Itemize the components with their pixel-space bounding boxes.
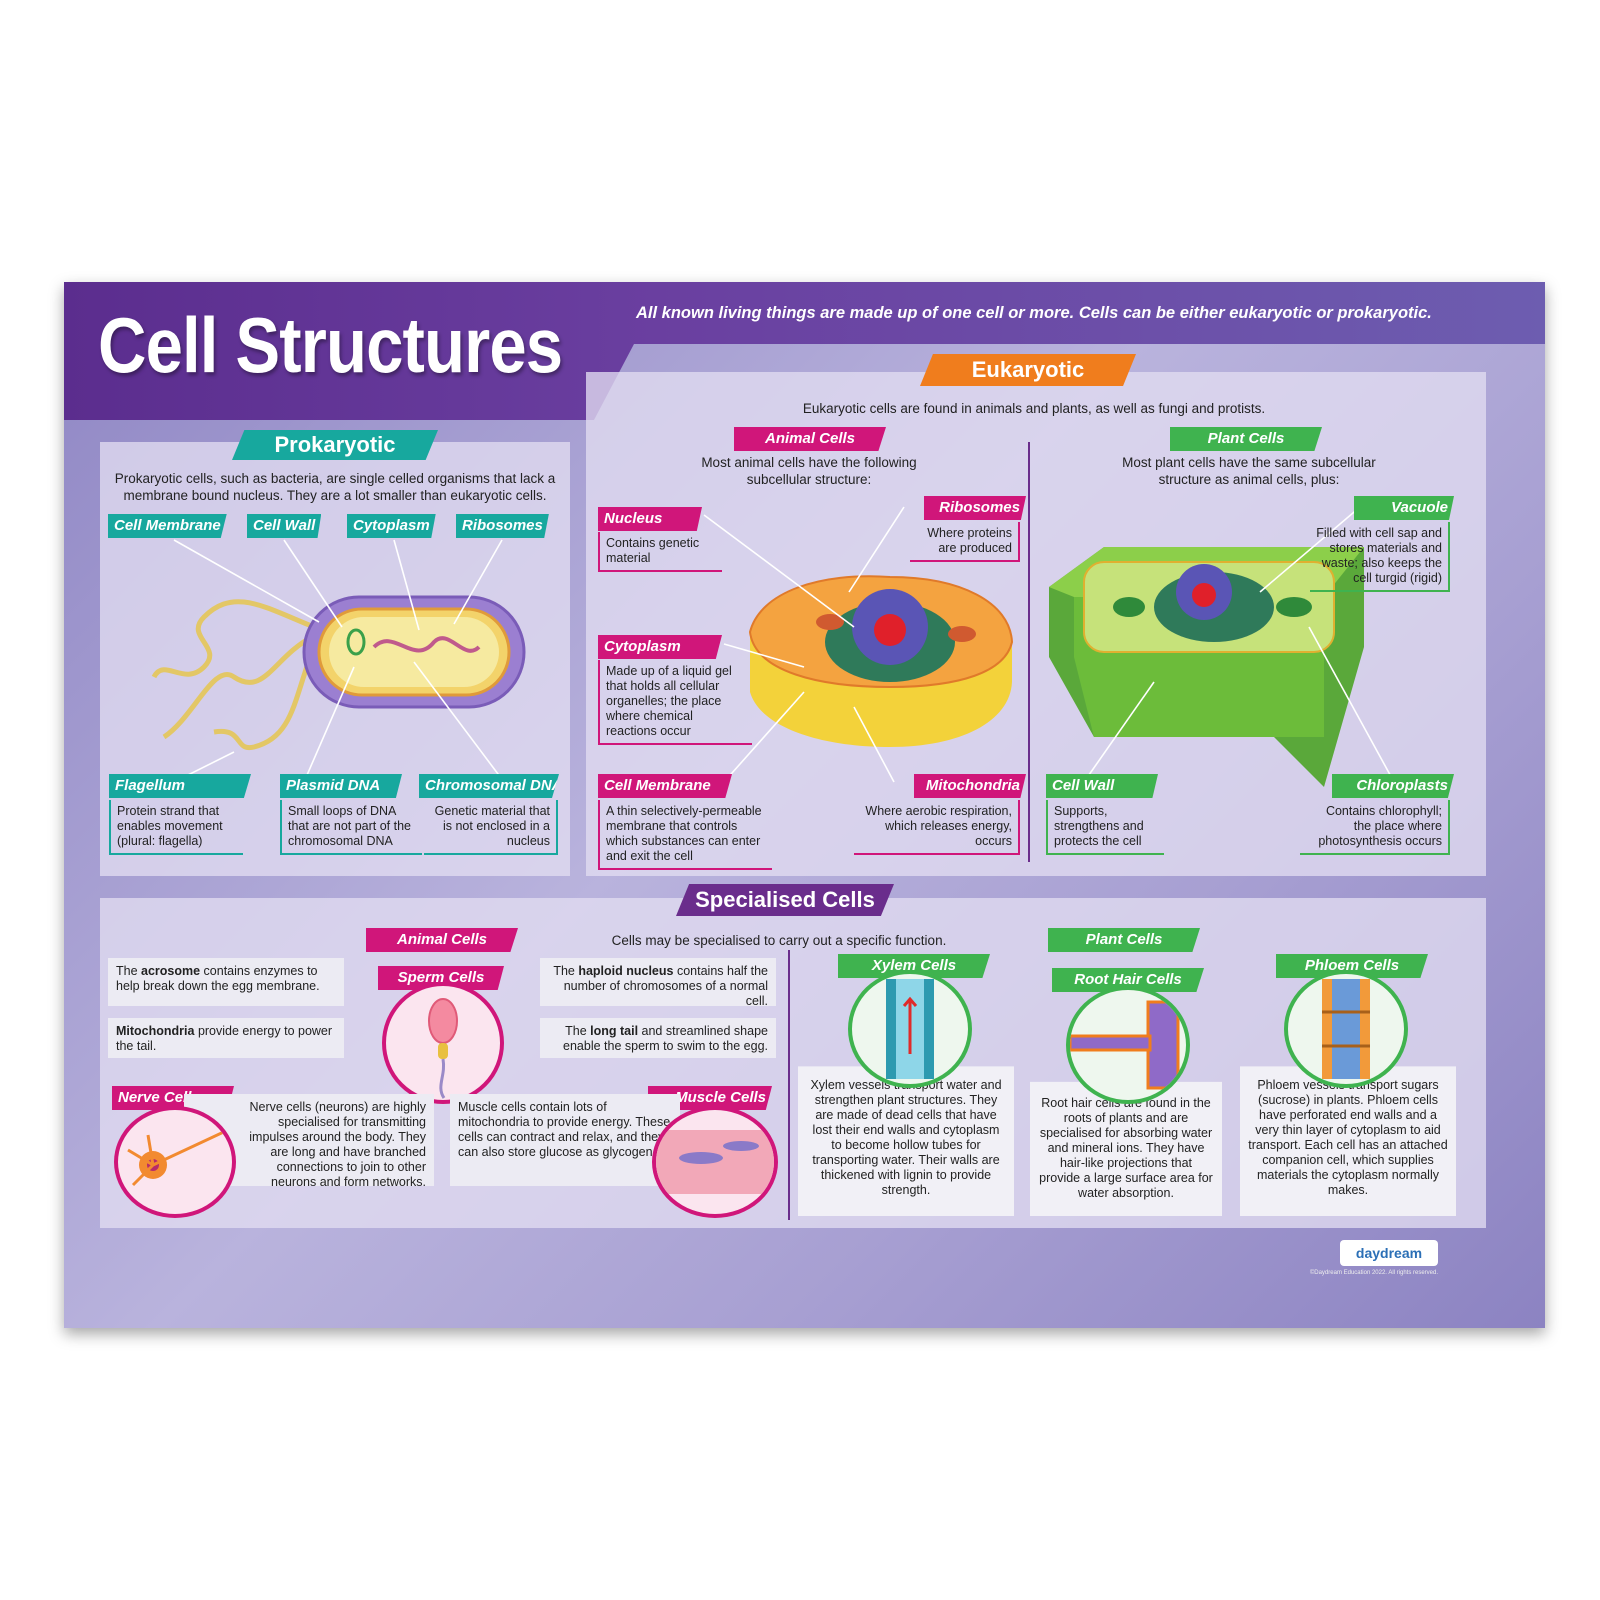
muscle-card: Muscle cells contain lots of mitochondri… — [450, 1094, 680, 1186]
specialised-banner: Specialised Cells — [676, 884, 894, 916]
eukaryotic-description: Eukaryotic cells are found in animals an… — [802, 401, 1266, 416]
tail-bold: long tail — [590, 1024, 639, 1038]
label-ribosomes: Ribosomes — [456, 514, 549, 538]
prokaryotic-banner: Prokaryotic — [232, 430, 438, 460]
label-mitochondria: Mitochondria — [914, 774, 1026, 798]
nerve-cell-circle — [114, 1106, 236, 1218]
xylem-circle — [848, 970, 972, 1088]
nucleus-desc: Contains genetic material — [598, 532, 722, 572]
copyright: ©Daydream Education 2022. All rights res… — [1309, 1270, 1438, 1276]
tail-pre: The — [565, 1024, 591, 1038]
vacuole-desc: Filled with cell sap and stores material… — [1310, 522, 1450, 592]
sperm-cell-icon — [428, 998, 458, 1099]
plant-cell-illustration — [1049, 547, 1364, 787]
plasmid-dna-desc: Small loops of DNA that are not part of … — [280, 800, 422, 855]
label-cytoplasm-animal: Cytoplasm — [598, 635, 722, 659]
label-cell-membrane-animal: Cell Membrane — [598, 774, 732, 798]
mitochondria-card: Mitochondria provide energy to power the… — [108, 1018, 344, 1058]
bacterium-illustration — [151, 595, 526, 751]
label-chromosomal-dna: Chromosomal DNA — [419, 774, 559, 798]
tail-card: The long tail and streamlined shape enab… — [540, 1018, 776, 1058]
acrosome-post: contains enzymes to help break down the … — [116, 964, 320, 993]
cell-wall-plant-desc: Supports, strengthens and protects the c… — [1046, 800, 1164, 855]
label-chloroplasts: Chloroplasts — [1332, 774, 1454, 798]
specialised-animal-heading: Animal Cells — [366, 928, 518, 952]
root-hair-icon — [1070, 1000, 1180, 1090]
chromosomal-dna-desc: Genetic material that is not enclosed in… — [424, 800, 558, 855]
animal-cell-illustration — [748, 575, 1014, 747]
specialised-description: Cells may be specialised to carry out a … — [611, 933, 947, 948]
intro-text: All known living things are made up of o… — [636, 304, 1432, 322]
label-cell-wall: Cell Wall — [247, 514, 322, 538]
eukaryotic-banner: Eukaryotic — [920, 354, 1136, 386]
sperm-cell-circle — [382, 982, 504, 1104]
cytoplasm-animal-desc: Made up of a liquid gel that holds all c… — [598, 660, 752, 745]
label-flagellum: Flagellum — [109, 774, 251, 798]
plant-cells-description: Most plant cells have the same subcellul… — [1122, 455, 1376, 487]
flagellum-desc: Protein strand that enables movement (pl… — [109, 800, 243, 855]
haploid-bold: haploid nucleus — [578, 964, 674, 978]
page-title: Cell Structures — [98, 301, 563, 389]
muscle-cell-circle — [652, 1106, 778, 1218]
xylem-card: Xylem vessels transport water and streng… — [798, 1042, 1014, 1216]
label-ribosomes-animal: Ribosomes — [924, 496, 1026, 520]
poster: Cell Structures All known living things … — [64, 282, 1545, 1328]
animal-leader-lines — [703, 506, 905, 783]
prokaryotic-description: Prokaryotic cells, such as bacteria, are… — [114, 471, 556, 503]
label-sperm-cells: Sperm Cells — [378, 966, 504, 990]
label-cytoplasm: Cytoplasm — [347, 514, 436, 538]
mito-bold: Mitochondria — [116, 1024, 195, 1038]
label-cell-membrane: Cell Membrane — [108, 514, 227, 538]
label-root-hair-cells: Root Hair Cells — [1052, 968, 1204, 992]
root-hair-circle — [1066, 986, 1190, 1104]
plant-cells-heading: Plant Cells — [1170, 427, 1322, 451]
plant-leader-lines — [1083, 506, 1395, 783]
animal-cells-heading: Animal Cells — [734, 427, 886, 451]
mito-post: provide energy to power the tail. — [116, 1024, 333, 1053]
label-phloem-cells: Phloem Cells — [1276, 954, 1428, 978]
mitochondria-desc: Where aerobic respiration, which release… — [854, 800, 1020, 855]
tail-post: and streamlined shape enable the sperm t… — [563, 1024, 768, 1053]
chloroplasts-desc: Contains chlorophyll; the place where ph… — [1300, 800, 1450, 855]
daydream-logo: daydream — [1340, 1240, 1438, 1266]
animal-cells-description: Most animal cells have the following sub… — [701, 455, 917, 487]
eukaryotic-divider — [1028, 442, 1030, 862]
nerve-cell-icon — [127, 1128, 229, 1187]
xylem-icon — [886, 979, 934, 1079]
phloem-icon — [1322, 979, 1370, 1079]
cell-membrane-animal-desc: A thin selectively-permeable membrane th… — [598, 800, 772, 870]
specialised-divider — [788, 950, 790, 1220]
muscle-cell-icon — [656, 1130, 774, 1194]
specialised-plant-heading: Plant Cells — [1048, 928, 1200, 952]
haploid-card: The haploid nucleus contains half the nu… — [540, 958, 776, 1008]
label-vacuole: Vacuole — [1354, 496, 1454, 520]
haploid-post: contains half the number of chromosomes … — [563, 964, 768, 1008]
label-nucleus: Nucleus — [598, 507, 702, 531]
prokaryotic-leader-lines — [173, 539, 505, 783]
label-cell-wall-plant: Cell Wall — [1046, 774, 1158, 798]
label-plasmid-dna: Plasmid DNA — [280, 774, 402, 798]
acrosome-card: The acrosome contains enzymes to help br… — [108, 958, 344, 1006]
acrosome-pre: The — [116, 964, 142, 978]
phloem-circle — [1284, 970, 1408, 1088]
haploid-pre: The — [553, 964, 579, 978]
acrosome-bold: acrosome — [141, 964, 201, 978]
ribosomes-animal-desc: Where proteins are produced — [910, 522, 1020, 562]
